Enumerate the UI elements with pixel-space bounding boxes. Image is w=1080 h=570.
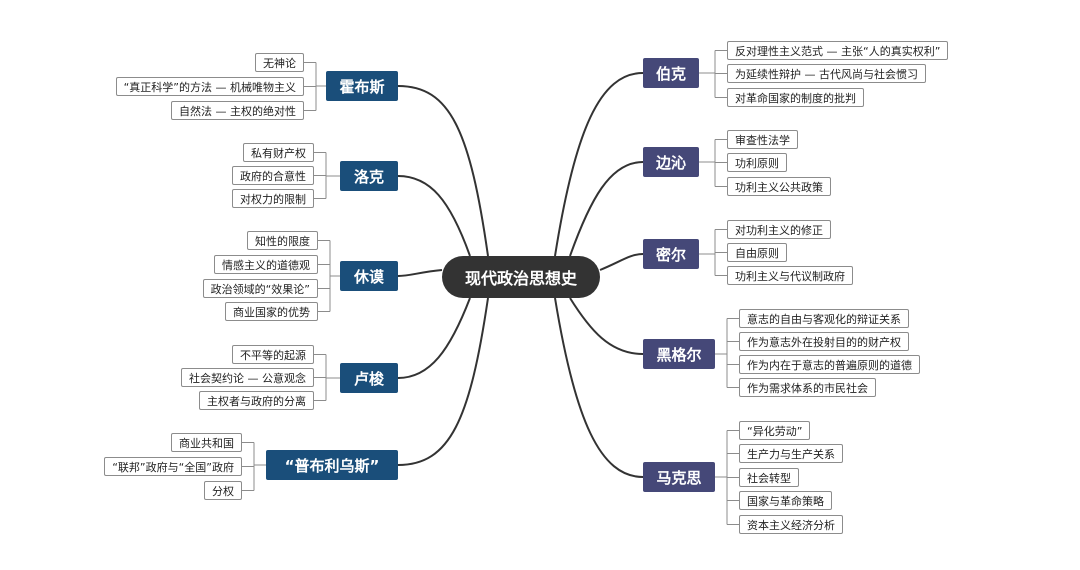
leaf-rousseau-1[interactable]: 不平等的起源 [232,345,314,364]
root-topic[interactable]: 现代政治思想史 [442,256,600,298]
branch-hume[interactable]: 休谟 [340,261,398,291]
leaf-hobbes-2[interactable]: “真正科学”的方法 — 机械唯物主义 [115,77,304,96]
leaf-hegel-2[interactable]: 作为意志外在投射目的的财产权 [739,332,909,351]
leaf-bentham-1[interactable]: 审查性法学 [727,130,798,149]
leaf-mill-1[interactable]: 对功利主义的修正 [727,220,831,239]
leaf-rousseau-3[interactable]: 主权者与政府的分离 [199,391,314,410]
branch-locke[interactable]: 洛克 [340,161,398,191]
leaf-marx-3[interactable]: 社会转型 [739,468,799,487]
leaf-locke-3[interactable]: 对权力的限制 [232,189,314,208]
leaf-locke-2[interactable]: 政府的合意性 [232,166,314,185]
leaf-publius-2[interactable]: “联邦”政府与“全国”政府 [104,457,242,476]
leaf-rousseau-2[interactable]: 社会契约论 — 公意观念 [181,368,314,387]
leaf-burke-3[interactable]: 对革命国家的制度的批判 [727,88,864,107]
leaf-bentham-2[interactable]: 功利原则 [727,153,787,172]
branch-rousseau[interactable]: 卢梭 [340,363,398,393]
branch-bentham[interactable]: 边沁 [643,147,699,177]
leaf-burke-2[interactable]: 为延续性辩护 — 古代风尚与社会惯习 [727,64,926,83]
leaf-burke-1[interactable]: 反对理性主义范式 — 主张“人的真实权利” [727,41,949,60]
leaf-hobbes-1[interactable]: 无神论 [255,53,304,72]
leaf-publius-1[interactable]: 商业共和国 [171,433,242,452]
leaf-mill-3[interactable]: 功利主义与代议制政府 [727,266,853,285]
leaf-marx-2[interactable]: 生产力与生产关系 [739,444,843,463]
branch-burke[interactable]: 伯克 [643,58,699,88]
leaf-hegel-3[interactable]: 作为内在于意志的普遍原则的道德 [739,355,920,374]
leaf-marx-1[interactable]: “异化劳动” [739,421,811,440]
leaf-hobbes-3[interactable]: 自然法 — 主权的绝对性 [171,101,304,120]
leaf-bentham-3[interactable]: 功利主义公共政策 [727,177,831,196]
leaf-hume-4[interactable]: 商业国家的优势 [225,302,318,321]
leaf-hume-3[interactable]: 政治领域的“效果论” [202,279,318,298]
leaf-publius-3[interactable]: 分权 [204,481,242,500]
leaf-marx-4[interactable]: 国家与革命策略 [739,491,832,510]
branch-hegel[interactable]: 黑格尔 [643,339,715,369]
leaf-hegel-4[interactable]: 作为需求体系的市民社会 [739,378,876,397]
leaf-hume-2[interactable]: 情感主义的道德观 [214,255,318,274]
leaf-marx-5[interactable]: 资本主义经济分析 [739,515,843,534]
leaf-mill-2[interactable]: 自由原则 [727,243,787,262]
branch-mill[interactable]: 密尔 [643,239,699,269]
leaf-hegel-1[interactable]: 意志的自由与客观化的辩证关系 [739,309,909,328]
leaf-locke-1[interactable]: 私有财产权 [243,143,314,162]
branch-marx[interactable]: 马克思 [643,462,715,492]
branch-publius[interactable]: “普布利乌斯” [266,450,398,480]
branch-hobbes[interactable]: 霍布斯 [326,71,398,101]
leaf-hume-1[interactable]: 知性的限度 [247,231,318,250]
